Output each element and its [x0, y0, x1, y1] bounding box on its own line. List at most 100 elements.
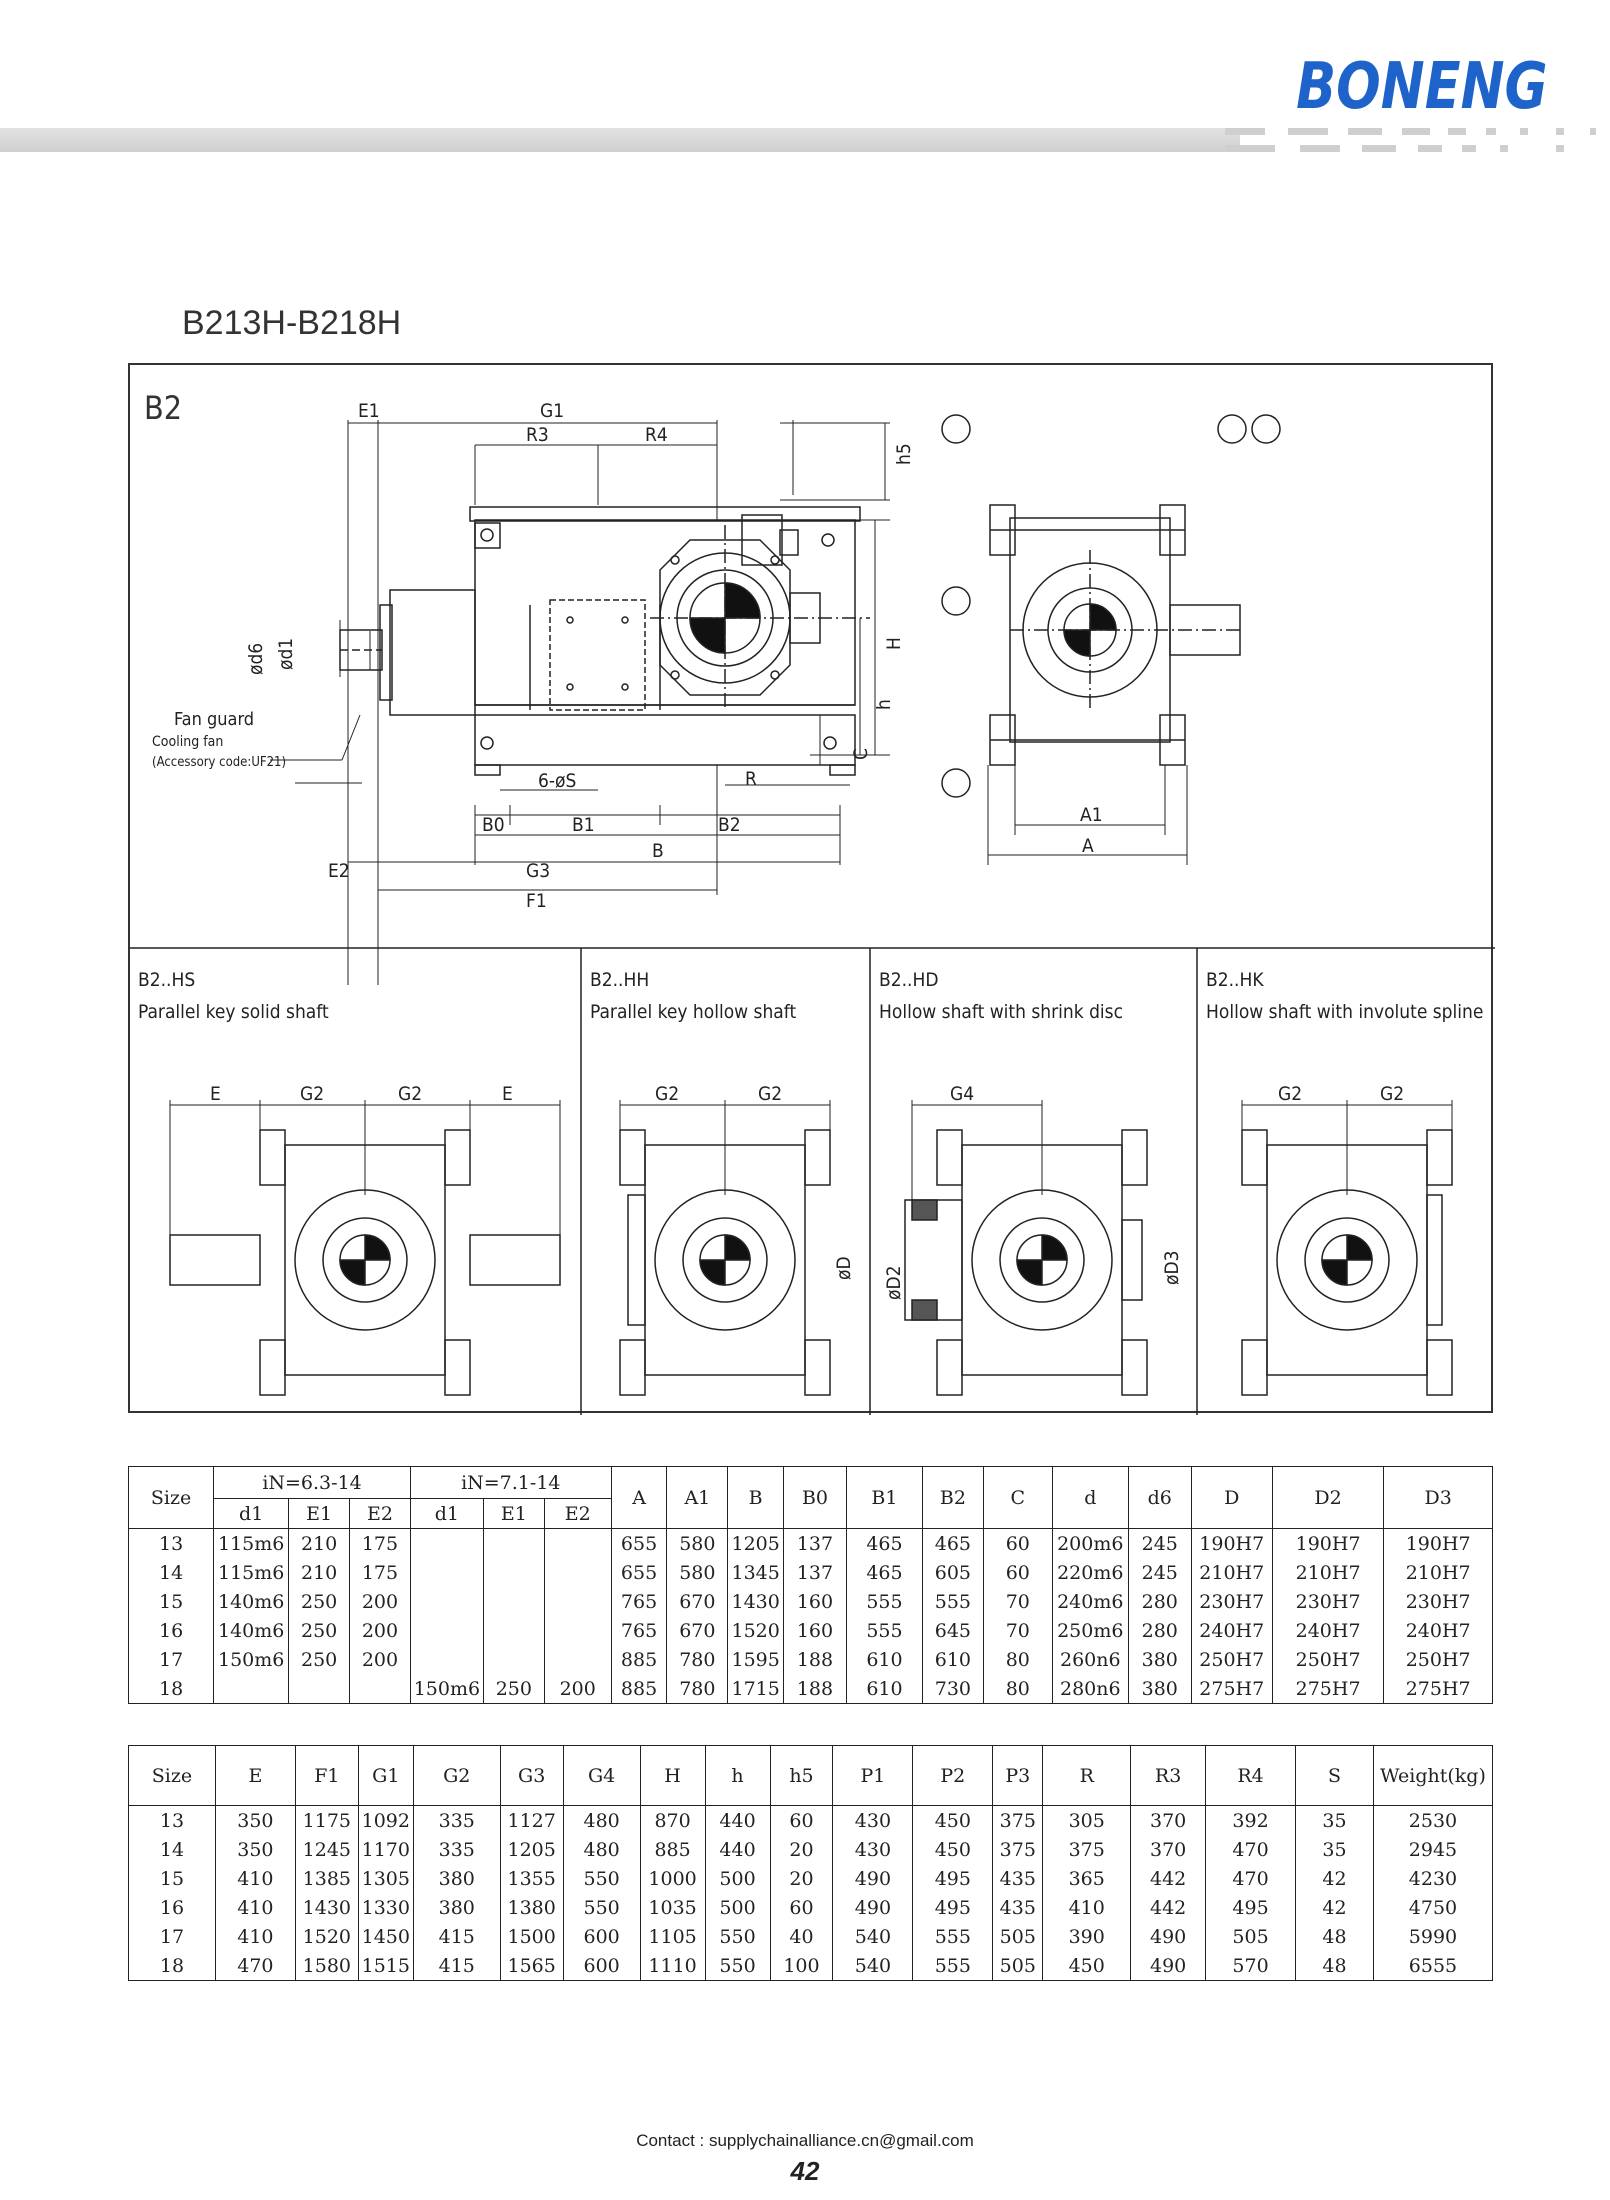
t2-cell: 305: [1042, 1805, 1132, 1835]
dim-B1: B1: [572, 814, 595, 836]
t2-cell: 4750: [1372, 1893, 1494, 1922]
t2-header-cell: P3: [992, 1745, 1044, 1806]
t2-cell: 60: [769, 1805, 834, 1835]
t2-cell: 350: [214, 1835, 296, 1864]
cooling-fan-label: Cooling fan: [152, 734, 223, 750]
t2-cell: 48: [1295, 1951, 1374, 1981]
t1-cell: 160: [783, 1587, 847, 1616]
t2-cell: 550: [562, 1864, 641, 1893]
brand-logo: BONENG: [1296, 50, 1548, 124]
t2-cell: 1500: [499, 1922, 564, 1951]
t1-cell: 190H7: [1190, 1528, 1273, 1558]
dim-h: h: [873, 699, 895, 710]
t1-cell: 210H7: [1271, 1558, 1385, 1587]
t1-cell: 610: [845, 1674, 923, 1704]
t1-cell: 765: [610, 1616, 668, 1645]
t2-cell: 375: [992, 1805, 1044, 1835]
t1-cell: 18: [127, 1674, 215, 1704]
t2-cell: 440: [704, 1805, 771, 1835]
t2-header-cell: P1: [832, 1745, 914, 1806]
t2-cell: 1520: [294, 1922, 359, 1951]
footer-contact: Contact : supplychainalliance.cn@gmail.c…: [636, 2131, 974, 2150]
t1-cell: 60: [982, 1528, 1053, 1558]
t2-cell: 480: [562, 1805, 641, 1835]
t2-cell: 35: [1295, 1835, 1374, 1864]
t2-cell: 1245: [294, 1835, 359, 1864]
t2-cell: 365: [1042, 1864, 1132, 1893]
t2-cell: 35: [1295, 1805, 1374, 1835]
t2-header-cell: G2: [412, 1745, 501, 1806]
t2-cell: 4230: [1372, 1864, 1494, 1893]
t1-cell: [349, 1674, 411, 1704]
dim-6-S: 6-øS: [538, 770, 576, 792]
page-number: 42: [790, 2156, 820, 2186]
t1-cell: 655: [610, 1528, 668, 1558]
t1-cell: 200: [349, 1587, 411, 1616]
header-dash: [1362, 145, 1396, 152]
t2-cell: 555: [912, 1922, 994, 1951]
t2-cell: 100: [769, 1951, 834, 1981]
header-dash: [1225, 145, 1275, 152]
t1-cell: 70: [982, 1587, 1053, 1616]
t1-cell: 280: [1127, 1587, 1192, 1616]
t1-sub-d1: d1: [213, 1498, 290, 1529]
t1-cell: 275H7: [1190, 1674, 1273, 1704]
t2-cell: 600: [562, 1951, 641, 1981]
t1-cell: 1205: [727, 1528, 785, 1558]
t1-cell: 380: [1127, 1645, 1192, 1674]
t2-cell: 5990: [1372, 1922, 1494, 1951]
t1-cell: 1715: [727, 1674, 785, 1704]
t2-header-cell: P2: [912, 1745, 994, 1806]
t1-cell: 70: [982, 1616, 1053, 1645]
t1-cell: 250: [288, 1645, 351, 1674]
t1-cell: [543, 1616, 612, 1645]
front-view: [339, 506, 870, 776]
t1-cell: 580: [666, 1558, 729, 1587]
t2-cell: 600: [562, 1922, 641, 1951]
t1-cell: 1430: [727, 1587, 785, 1616]
t1-header-B2: B2: [921, 1466, 984, 1529]
t1-cell: 765: [610, 1587, 668, 1616]
main-view-label: B2: [144, 389, 182, 427]
t2-cell: 410: [214, 1864, 296, 1893]
header-dash: [1486, 128, 1496, 135]
t1-cell: 250H7: [1271, 1645, 1385, 1674]
t2-cell: 440: [704, 1835, 771, 1864]
t1-cell: 465: [845, 1528, 923, 1558]
t1-cell: 670: [666, 1587, 729, 1616]
t1-cell: 15: [127, 1587, 215, 1616]
dim-B0: B0: [482, 814, 505, 836]
t1-cell: [409, 1558, 484, 1587]
t2-cell: 1175: [294, 1805, 359, 1835]
header-dash: [1500, 145, 1508, 152]
dim-A1: A1: [1080, 804, 1103, 826]
t1-cell: [482, 1558, 545, 1587]
t1-cell: [409, 1528, 484, 1558]
t2-header-cell: E: [214, 1745, 296, 1806]
t1-cell: 250H7: [1383, 1645, 1493, 1674]
t2-header-cell: h: [704, 1745, 771, 1806]
t2-cell: 435: [992, 1864, 1044, 1893]
dim-hd-D3: øD3: [1161, 1251, 1183, 1286]
t1-header-group2: iN=7.1-14: [409, 1466, 612, 1499]
t2-cell: 390: [1042, 1922, 1132, 1951]
t1-cell: 780: [666, 1674, 729, 1704]
t2-cell: 1355: [499, 1864, 564, 1893]
t1-cell: 230H7: [1190, 1587, 1273, 1616]
header-dash: [1556, 145, 1564, 152]
oil-symbol-icons: [941, 414, 1281, 798]
t1-cell: 885: [610, 1674, 668, 1704]
t1-cell: 150m6: [409, 1674, 484, 1704]
t2-cell: 1330: [357, 1893, 414, 1922]
variant-hk-desc: Hollow shaft with involute spline: [1206, 1001, 1483, 1023]
t1-cell: 885: [610, 1645, 668, 1674]
t1-cell: 260n6: [1051, 1645, 1129, 1674]
dim-H: H: [883, 637, 905, 650]
